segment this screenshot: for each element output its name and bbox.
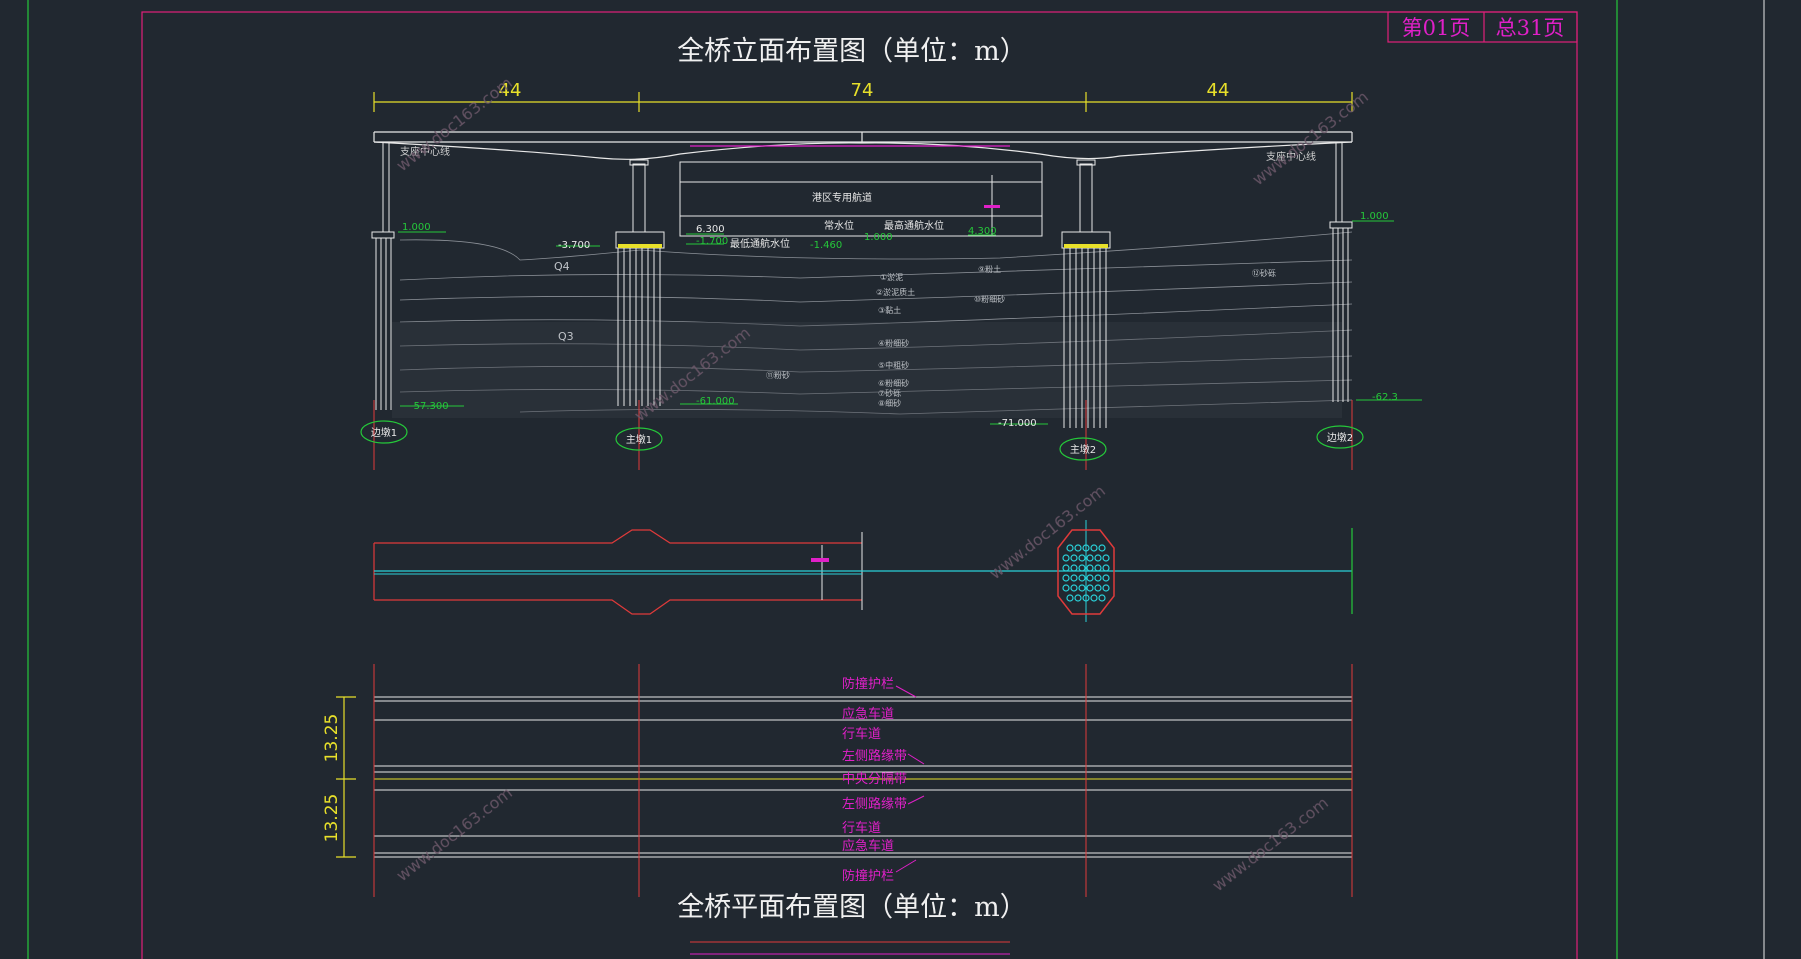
title-block: 第01页 总31页 — [1387, 11, 1578, 43]
plan-deck-outline — [373, 529, 862, 615]
soil-label-1: ①淤泥 — [880, 272, 903, 282]
bearing-label-left: 支座中心线 — [400, 145, 450, 158]
page-number-label: 第01页 — [1402, 16, 1471, 40]
pier2-cap-mark — [1064, 244, 1108, 248]
stratum-q3: Q3 — [558, 330, 574, 343]
pier-label-abut2: 边墩2 — [1327, 431, 1353, 444]
bridge-deck — [373, 131, 1353, 160]
elev-neg1460: -1.460 — [810, 240, 842, 251]
elev-pier1-cap: -3.700 — [558, 240, 590, 251]
elevation-title: 全桥立面布置图（单位：m） — [677, 36, 1027, 67]
elevation-marks — [398, 220, 1422, 425]
sheet-border — [141, 11, 1578, 959]
span-label-right: 44 — [1207, 80, 1230, 101]
elev-neg1700: -1.700 — [696, 236, 728, 247]
soil-label-12: ⑫砂砾 — [1252, 268, 1276, 278]
soil-label-3: ③黏土 — [878, 305, 901, 315]
half-width-upper: 13.25 — [322, 714, 342, 763]
soil-label-10: ⑩粉细砂 — [974, 294, 1005, 304]
abutment-1 — [371, 142, 395, 410]
elev-6300: 6.300 — [696, 224, 725, 235]
soil-label-8: ⑧细砂 — [878, 398, 901, 408]
elev-abut2-bottom: -62.3 — [1372, 392, 1398, 403]
pier-center-lines — [373, 400, 1353, 470]
total-pages-label: 总31页 — [1496, 16, 1565, 40]
pier-label-main2: 主墩2 — [1070, 443, 1096, 456]
width-dimension — [336, 696, 356, 858]
lane-label-6: 左侧路缘带 — [842, 796, 907, 812]
elev-abut1-bottom: -57.300 — [410, 401, 449, 412]
watermark-1: www.doc163.com — [393, 73, 516, 175]
soil-label-7: ⑦砂砾 — [878, 388, 901, 398]
abutment-2 — [1329, 142, 1353, 402]
lane-label-8: 应急车道 — [842, 838, 894, 854]
elev-pier1-bottom: -61.000 — [696, 396, 735, 407]
plan-pier-lines — [373, 664, 1353, 897]
soil-label-4: ④粉细砂 — [878, 338, 909, 348]
stratum-q4: Q4 — [554, 260, 570, 273]
watermark-6: www.doc163.com — [1209, 793, 1332, 895]
soil-label-2: ②淤泥质土 — [876, 287, 915, 297]
span-label-middle: 74 — [851, 80, 874, 101]
lane-label-3: 行车道 — [842, 726, 881, 742]
watermark-5: www.doc163.com — [393, 783, 516, 885]
elev-abut1-top: 1.000 — [402, 222, 431, 233]
lane-label-7: 行车道 — [842, 820, 881, 836]
elev-4300: 4.300 — [968, 226, 997, 237]
pile-group-plan — [1057, 529, 1115, 615]
soil-label-5: ⑤中粗砂 — [878, 360, 909, 370]
soil-label-6: ⑥粉细砂 — [878, 378, 909, 388]
pier1-cap-mark — [618, 244, 662, 248]
plan-title: 全桥平面布置图（单位：m） — [677, 892, 1027, 923]
channel-label: 港区专用航道 — [812, 191, 872, 204]
pier-label-abut1: 边墩1 — [371, 426, 397, 439]
lane-label-1: 防撞护栏 — [842, 676, 894, 692]
soil-label-11: ⑪粉砂 — [766, 370, 790, 380]
lane-label-4: 左侧路缘带 — [842, 748, 907, 764]
plan-clearance-marker — [811, 558, 829, 562]
half-width-lower: 13.25 — [322, 794, 342, 843]
lane-label-5: 中央分隔带 — [842, 772, 907, 787]
span-dimension — [373, 92, 1353, 112]
soil-hatch — [392, 322, 1342, 418]
watermark-4: www.doc163.com — [986, 481, 1109, 583]
elev-1000b: 1.000 — [864, 232, 893, 243]
soil-label-9: ⑨粉土 — [978, 264, 1001, 274]
min-nav-water-label: 最低通航水位 — [730, 237, 790, 250]
elev-abut2-top: 1.000 — [1360, 211, 1389, 222]
main-pier-1 — [615, 159, 665, 406]
pier-label-main1: 主墩1 — [626, 433, 652, 446]
span-label-left: 44 — [499, 80, 522, 101]
bearing-label-right: 支座中心线 — [1266, 150, 1316, 163]
elev-pier2-bottom: -71.000 — [998, 418, 1037, 429]
lane-leaders — [895, 685, 925, 873]
lane-label-9: 防撞护栏 — [842, 868, 894, 884]
channel-clearance-marker — [984, 205, 1000, 208]
lane-label-2: 应急车道 — [842, 706, 894, 722]
plan-lane-lines — [374, 696, 1352, 858]
main-pier-2 — [1061, 159, 1111, 428]
normal-water-label: 常水位 — [824, 219, 854, 232]
pier-label-ovals — [360, 420, 1364, 461]
max-nav-water-label: 最高通航水位 — [884, 219, 944, 232]
